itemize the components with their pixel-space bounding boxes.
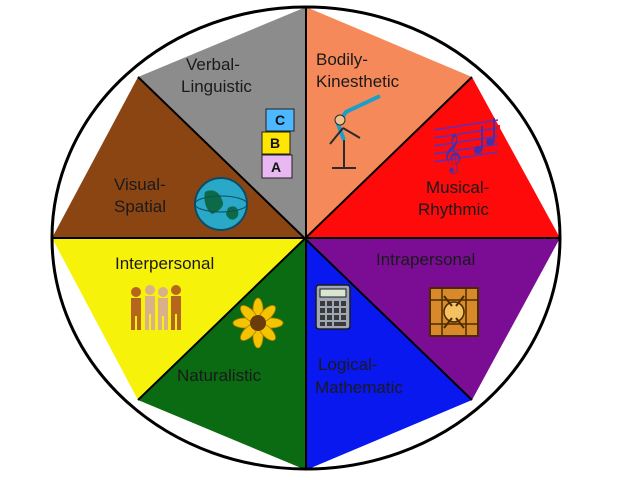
block-letter-b: B [270, 135, 280, 151]
label-musical-rhythmic: Musical- Rhythmic [418, 178, 489, 219]
svg-text:Kinesthetic: Kinesthetic [316, 72, 400, 91]
svg-text:Visual-: Visual- [114, 175, 166, 194]
svg-text:Naturalistic: Naturalistic [177, 366, 262, 385]
svg-text:Verbal-: Verbal- [186, 55, 240, 74]
gymnast-icon [329, 94, 381, 169]
svg-text:Logical-: Logical- [318, 355, 378, 374]
label-naturalistic: Naturalistic [177, 366, 262, 385]
svg-text:Intrapersonal: Intrapersonal [376, 250, 475, 269]
people-group-icon [131, 285, 181, 330]
segment-bodily-kinesthetic [306, 7, 472, 238]
sunflower-icon [232, 297, 284, 349]
calculator-icon [315, 284, 351, 330]
svg-text:Rhythmic: Rhythmic [418, 200, 489, 219]
abc-blocks-icon: C B A [261, 108, 295, 179]
svg-text:Bodily-: Bodily- [316, 50, 368, 69]
block-letter-c: C [275, 112, 285, 128]
svg-text:Linguistic: Linguistic [181, 77, 252, 96]
self-reflection-icon [429, 287, 479, 337]
label-visual-spatial: Visual- Spatial [114, 175, 166, 216]
svg-text:Mathematic: Mathematic [315, 378, 403, 397]
music-staff-icon: 𝄞 [432, 118, 500, 174]
label-logical-mathematic: Logical- Mathematic [315, 355, 403, 397]
svg-text:Musical-: Musical- [426, 178, 489, 197]
label-intrapersonal: Intrapersonal [376, 250, 475, 269]
svg-text:Interpersonal: Interpersonal [115, 254, 214, 273]
segment-naturalistic [138, 238, 306, 469]
globe-icon [194, 177, 248, 231]
block-letter-a: A [271, 159, 281, 175]
label-bodily-kinesthetic: Bodily- Kinesthetic [316, 50, 400, 91]
label-interpersonal: Interpersonal [115, 254, 214, 273]
label-verbal-linguistic: Verbal- Linguistic [181, 55, 252, 96]
svg-text:𝄞: 𝄞 [442, 133, 462, 174]
segment-verbal-linguistic [138, 7, 306, 238]
svg-text:Spatial: Spatial [114, 197, 166, 216]
wheel-outline [50, 5, 562, 471]
